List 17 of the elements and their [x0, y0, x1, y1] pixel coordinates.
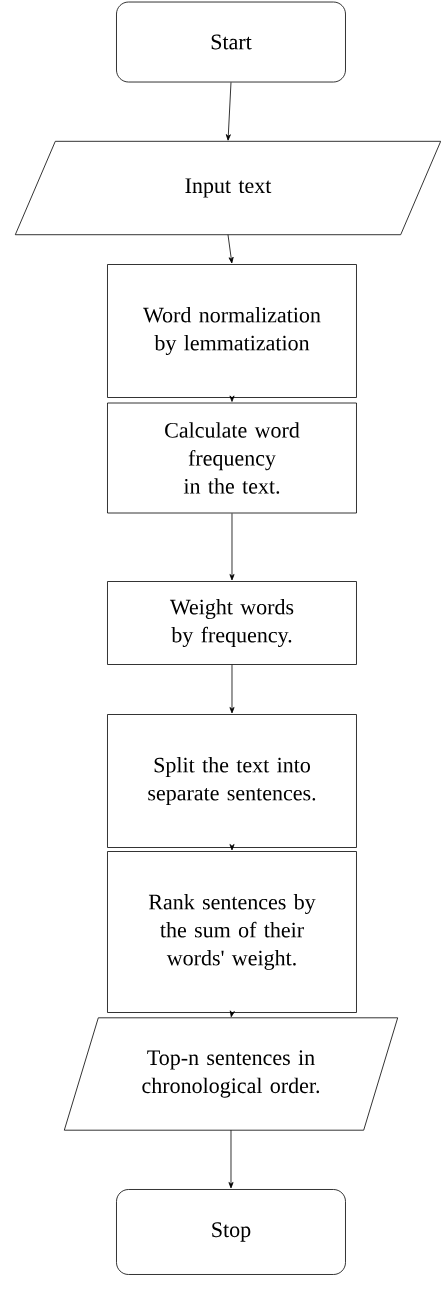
- process-box: Word normalization by lemmatization: [107, 264, 357, 398]
- process-box: Split the text into separate sentences.: [107, 714, 357, 848]
- arrow: [228, 1129, 234, 1189]
- input-output-parallelogram: Top-n sentences in chronological order.: [63, 1017, 399, 1131]
- arrow: [229, 844, 235, 851]
- arrow: [227, 234, 234, 264]
- process-box: Weight words by frequency.: [107, 581, 357, 665]
- arrow: [229, 395, 235, 402]
- process-box: Rank sentences by the sum of their words' weight.: [107, 851, 357, 1013]
- arrow: [229, 664, 235, 714]
- arrow: [225, 82, 232, 141]
- terminal-box: Stop: [116, 1189, 346, 1275]
- arrow: [229, 1010, 235, 1018]
- arrow: [229, 513, 235, 581]
- process-box: Calculate word frequency in the text.: [107, 402, 357, 514]
- input-output-parallelogram: Input text: [14, 140, 441, 236]
- terminal-box: Start: [116, 1, 346, 83]
